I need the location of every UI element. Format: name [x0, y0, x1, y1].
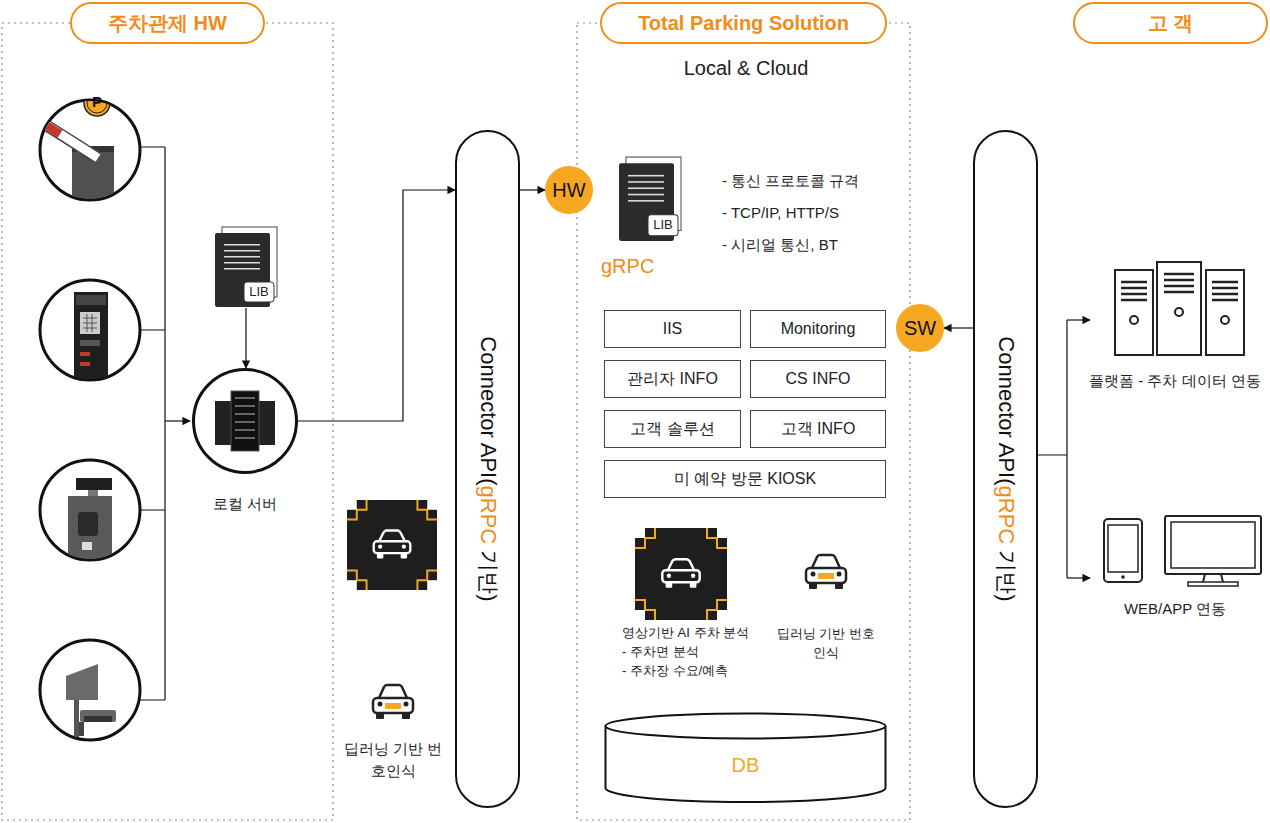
node-text: 고객 솔루션: [630, 419, 714, 440]
annotation-text: - 주차장 수요/예측: [622, 662, 728, 680]
annotation-text: 딥러닝 기반 번호인식: [338, 738, 448, 782]
connector-arrow: [520, 189, 545, 190]
connector-arrow: [944, 327, 973, 328]
annotation-text: - 시리얼 통신, BT: [722, 236, 838, 255]
annotation-text: 딥러닝 기반 번호 인식: [776, 624, 876, 662]
node-text: CS INFO: [786, 370, 851, 388]
port-badge: HW: [545, 166, 593, 214]
database-cylinder: DB: [604, 712, 887, 804]
module-box: 고객 INFO: [750, 410, 886, 448]
library-document: LIB: [214, 226, 278, 308]
server-icon: [195, 371, 295, 471]
module-box: 고객 솔루션: [604, 410, 741, 448]
node-text: 고 객: [1148, 10, 1194, 37]
node-text: Connector API(gRPC 기반): [473, 336, 503, 601]
header-pill: 주차관제 HW: [70, 2, 265, 44]
node-text: LIB: [648, 215, 678, 236]
annotation-text: Local & Cloud: [596, 57, 896, 80]
connector-api-bar: Connector API(gRPC 기반): [455, 130, 520, 808]
connector-arrow: [245, 308, 246, 368]
connector-arrow: [298, 190, 455, 421]
module-box: 관리자 INFO: [604, 360, 741, 398]
node-text: IIS: [663, 320, 683, 338]
module-box: Monitoring: [750, 310, 886, 348]
node-text: 로컬 서버: [162, 495, 328, 514]
module-box: CS INFO: [750, 360, 886, 398]
node-text: DB: [604, 754, 887, 777]
sign-letter: P: [87, 93, 107, 110]
library-document: LIB: [618, 156, 682, 242]
header-pill: 고 객: [1073, 2, 1268, 44]
node-text: Monitoring: [781, 320, 856, 338]
annotation-text: gRPC: [601, 255, 654, 278]
node-text: 주차관제 HW: [108, 10, 227, 37]
node-text: Total Parking Solution: [638, 12, 849, 35]
annotation-text: 플랫폼 - 주차 데이터 연동: [1045, 372, 1270, 391]
annotation-text: - TCP/IP, HTTP/S: [722, 204, 839, 221]
annotation-text: - 주차면 분석: [622, 643, 699, 661]
node-text: 미 예약 방문 KIOSK: [674, 469, 816, 490]
annotation-text: 영상기반 AI 주차 분석: [622, 624, 749, 642]
node-text: Connector API(gRPC 기반): [991, 336, 1021, 601]
connector-api-bar: Connector API(gRPC 기반): [973, 130, 1038, 808]
node-text: 관리자 INFO: [627, 369, 718, 390]
node-text: 고객 INFO: [781, 419, 856, 440]
module-box: IIS: [604, 310, 741, 348]
local-server-circle: 로컬 서버: [192, 368, 298, 474]
header-pill: Total Parking Solution: [600, 2, 887, 44]
node-text: SW: [904, 317, 936, 340]
annotation-text: WEB/APP 연동: [1045, 600, 1270, 619]
port-badge: SW: [896, 304, 944, 352]
annotation-text: - 통신 프로토콜 규격: [722, 172, 860, 191]
node-text: LIB: [244, 282, 274, 302]
node-text: HW: [552, 179, 585, 202]
module-box: 미 예약 방문 KIOSK: [604, 460, 886, 498]
